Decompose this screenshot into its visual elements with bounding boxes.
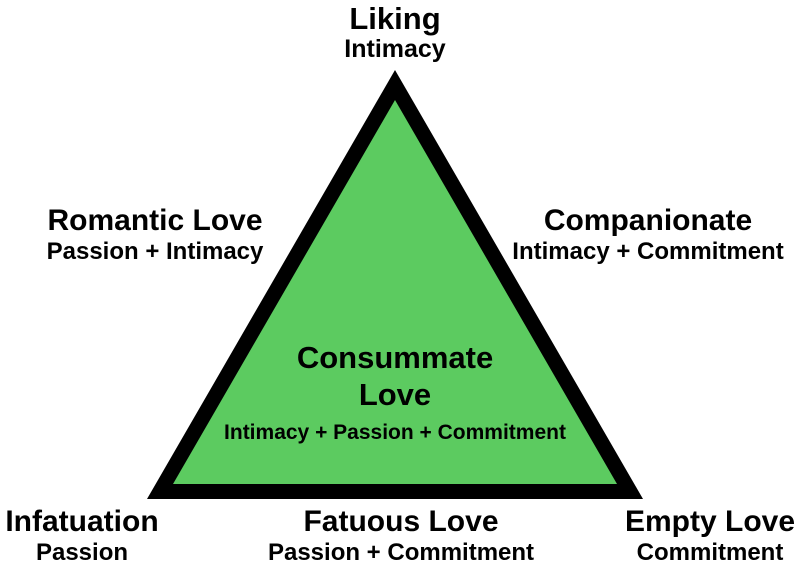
fatuous-love-subtitle: Passion + Commitment bbox=[267, 539, 535, 566]
consummate-title-line2: Love bbox=[358, 377, 432, 412]
consummate-love-label-group: Consummate Love Intimacy + Passion + Com… bbox=[195, 339, 595, 446]
romantic-love-title: Romantic Love bbox=[47, 204, 263, 237]
companionate-subtitle: Intimacy + Commitment bbox=[512, 238, 784, 265]
consummate-title-line1: Consummate bbox=[296, 340, 494, 375]
consummate-subtitle: Intimacy + Passion + Commitment bbox=[224, 421, 566, 444]
triangle-fill-shape bbox=[173, 100, 617, 484]
romantic-love-label-group: Romantic Love Passion + Intimacy bbox=[10, 204, 300, 266]
fatuous-love-label-group: Fatuous Love Passion + Commitment bbox=[250, 505, 552, 567]
liking-label-group: Liking Intimacy bbox=[295, 2, 495, 63]
empty-love-subtitle: Commitment bbox=[636, 539, 784, 566]
companionate-title: Companionate bbox=[543, 204, 753, 237]
empty-love-label-group: Empty Love Commitment bbox=[618, 505, 800, 567]
liking-title: Liking bbox=[349, 1, 441, 36]
fatuous-love-title: Fatuous Love bbox=[303, 505, 499, 538]
romantic-love-subtitle: Passion + Intimacy bbox=[46, 238, 264, 265]
empty-love-title: Empty Love bbox=[624, 505, 796, 538]
liking-subtitle: Intimacy bbox=[344, 35, 446, 63]
infatuation-subtitle: Passion bbox=[35, 539, 129, 566]
infatuation-title: Infatuation bbox=[5, 505, 159, 538]
infatuation-label-group: Infatuation Passion bbox=[0, 505, 164, 567]
companionate-label-group: Companionate Intimacy + Commitment bbox=[498, 204, 798, 266]
